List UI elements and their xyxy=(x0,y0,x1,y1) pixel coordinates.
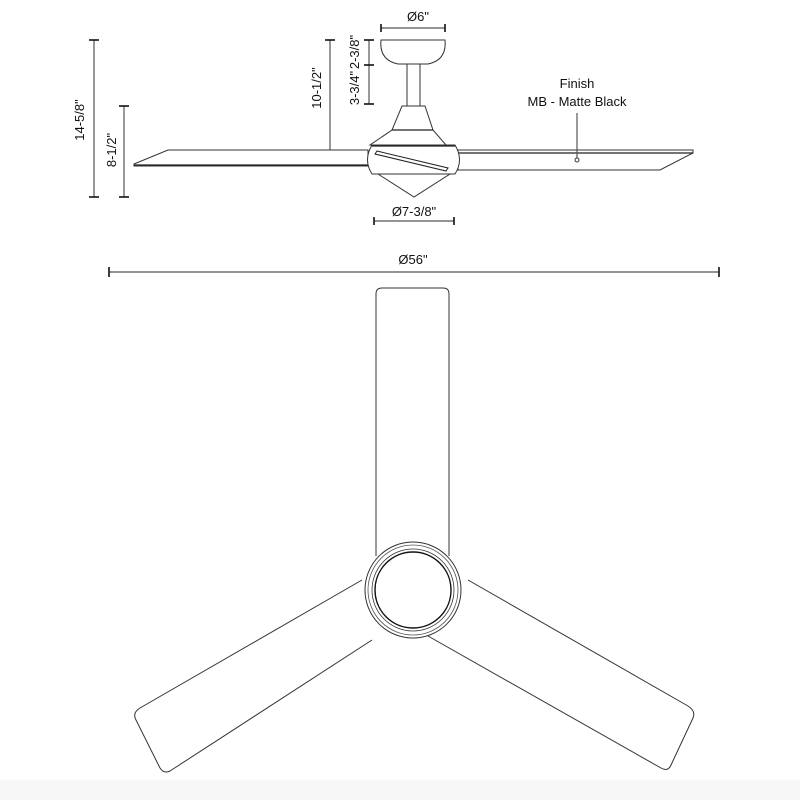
downrod-length-label: 3-3/4" xyxy=(347,70,362,105)
finish-title: Finish xyxy=(560,76,595,91)
dim-span: Ø56" xyxy=(108,252,720,277)
blade-right xyxy=(427,579,695,770)
dim-ceiling-to-blade: 10-1/2" xyxy=(309,39,335,153)
dim-overall-height: 14-5/8" xyxy=(72,39,99,198)
blade-left-side xyxy=(133,149,369,167)
motor-slot xyxy=(374,150,449,172)
dim-canopy-diameter: Ø6" xyxy=(380,9,446,32)
motor-diameter-label: Ø7-3/8" xyxy=(392,204,437,219)
downrod xyxy=(406,63,421,107)
ceiling-to-blade-label: 10-1/2" xyxy=(309,67,324,109)
finish-callout: Finish MB - Matte Black xyxy=(528,76,627,163)
blade-left xyxy=(134,579,373,773)
dim-canopy-downrod: 2-3/8" 3-3/4" xyxy=(347,34,374,105)
canopy-diameter-label: Ø6" xyxy=(407,9,429,24)
span-label: Ø56" xyxy=(398,252,428,267)
side-view: 14-5/8" 8-1/2" 10-1/2" 2-3/8" 3-3/4" Ø6" xyxy=(72,9,694,225)
dim-blade-height: 8-1/2" xyxy=(104,105,129,198)
dim-motor-diameter: Ø7-3/8" xyxy=(373,204,455,225)
hub xyxy=(364,541,462,639)
canopy xyxy=(380,39,446,65)
top-view: Ø56" xyxy=(108,252,720,773)
finish-value: MB - Matte Black xyxy=(528,94,627,109)
light-cone xyxy=(376,173,452,198)
motor-housing-top xyxy=(368,105,448,146)
canopy-height-label: 2-3/8" xyxy=(347,34,362,69)
blade-top xyxy=(375,287,450,556)
overall-height-label: 14-5/8" xyxy=(72,99,87,141)
blade-height-label: 8-1/2" xyxy=(104,132,119,167)
floor-shade xyxy=(0,780,800,800)
